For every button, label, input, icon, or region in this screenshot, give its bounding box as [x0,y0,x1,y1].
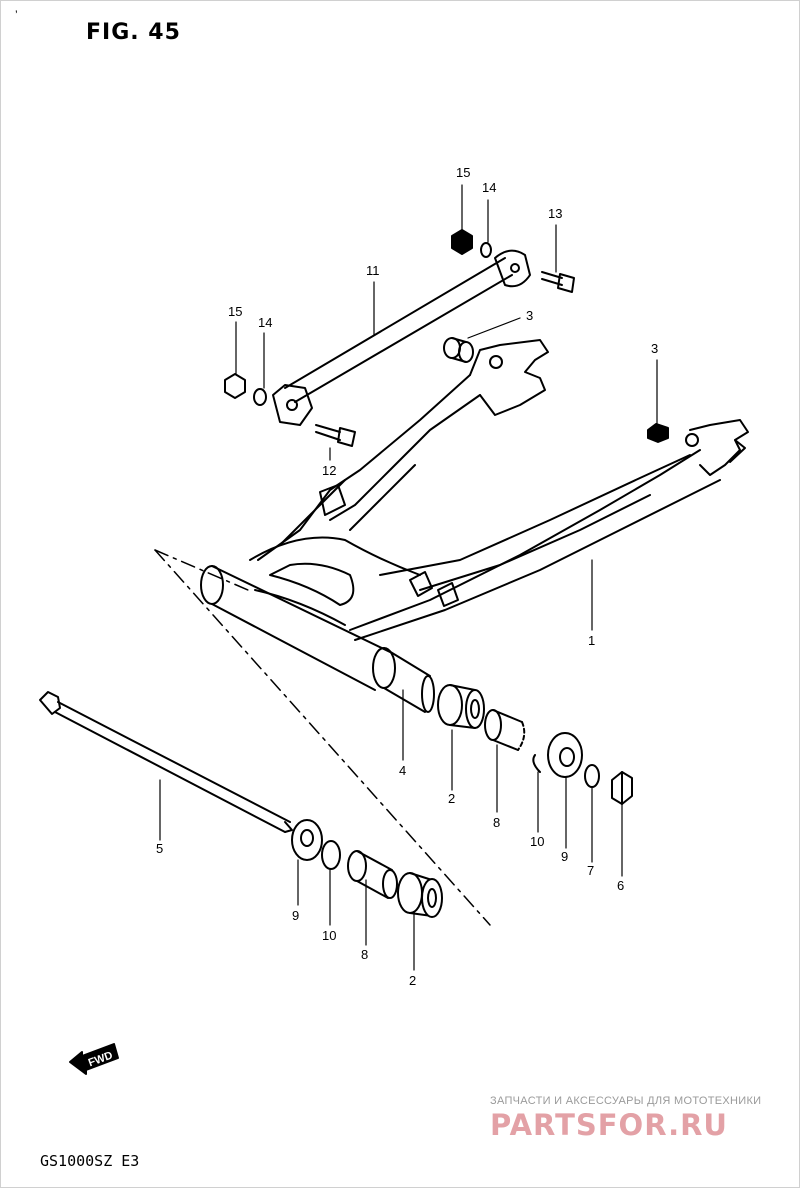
callout-3-upper: 3 [526,308,533,323]
bushing-3-upper [443,337,474,363]
fwd-arrow [69,1043,119,1075]
callout-labels: 15 14 13 11 3 15 14 3 12 1 4 2 8 10 9 7 … [156,165,658,988]
callout-9-lower: 9 [292,908,299,923]
nut-15-upper [451,229,473,255]
model-code: GS1000SZ E3 [40,1152,140,1170]
corner-mark: ’ [15,8,18,22]
watermark-logo: PARTSFOR.RU [490,1108,728,1142]
swingarm [200,339,749,691]
washer-9-upper [547,732,583,778]
callout-12: 12 [322,463,336,478]
bolt-13 [541,271,575,293]
washer-14-left [253,388,267,406]
callout-5: 5 [156,841,163,856]
watermark-caption: ЗАПЧАСТИ И АКСЕССУАРЫ ДЛЯ МОТОТЕХНИКИ [490,1095,762,1107]
callout-8-lower: 8 [361,947,368,962]
figure-title: FIG. 45 [86,20,181,45]
callout-2-upper: 2 [448,791,455,806]
washer-7 [584,764,600,788]
callout-8-upper: 8 [493,815,500,830]
pivot-sleeve-4 [372,647,435,713]
callout-15-upper: 15 [456,165,470,180]
callout-14-upper: 14 [482,180,496,195]
seal-10-lower [321,840,341,870]
torque-link-rod [272,249,531,426]
washer-9-lower [291,819,323,861]
seal-10-upper [532,754,541,773]
callout-13: 13 [548,206,562,221]
callout-4: 4 [399,763,406,778]
leader-lines [159,184,658,971]
pivot-phantom-line [154,549,491,926]
bolt-12 [315,424,356,447]
bearing-2-upper [437,684,485,729]
callout-7: 7 [587,863,594,878]
callout-6: 6 [617,878,624,893]
callout-10-upper: 10 [530,834,544,849]
washer-14-upper [480,242,492,258]
pivot-phantom-line-upper [154,549,249,591]
callout-9-upper: 9 [561,849,568,864]
callout-3-right: 3 [651,341,658,356]
pivot-shaft-5 [39,691,293,833]
bearing-2-lower [397,872,443,918]
nut-15-left [224,373,246,399]
spacer-8-upper [484,709,526,751]
callout-10-lower: 10 [322,928,336,943]
callout-14-left: 14 [258,315,272,330]
callout-11: 11 [366,263,380,278]
callout-15-left: 15 [228,304,242,319]
nut-6 [611,771,633,805]
bushing-3-right [647,423,669,443]
spacer-8-lower [347,850,398,899]
callout-2-lower: 2 [409,973,416,988]
callout-1: 1 [588,633,595,648]
